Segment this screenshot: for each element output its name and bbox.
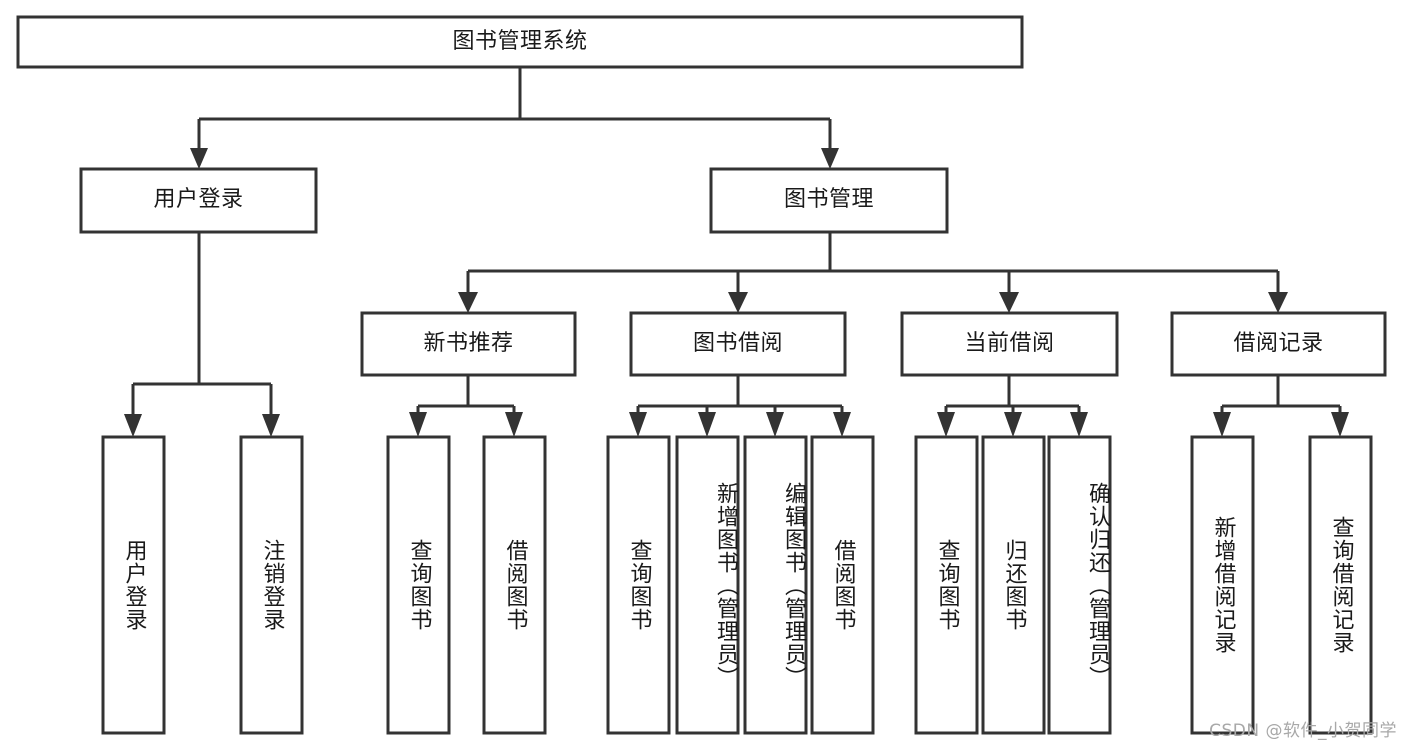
arrow-head-bookborrow-2: [698, 412, 716, 437]
arrow-head-currentborrow-1: [937, 412, 955, 437]
arrow-head-level2-1: [190, 148, 208, 169]
arrow-head-level3-4: [1268, 292, 1288, 313]
arrow-head-level3-1: [458, 292, 478, 313]
arrow-head-bookborrow-4: [833, 412, 851, 437]
arrow-head-newbook-1: [409, 412, 427, 437]
node-box-leaf-add-book[interactable]: [675, 435, 740, 735]
arrow-head-userlogin-1: [124, 414, 142, 437]
arrow-head-bookborrow-1: [629, 412, 647, 437]
node-box-new-book-rec[interactable]: [360, 311, 577, 377]
node-box-current-borrow[interactable]: [900, 311, 1119, 377]
node-box-borrow-record[interactable]: [1170, 311, 1387, 377]
node-box-leaf-query-book-1[interactable]: [386, 435, 451, 735]
arrow-head-newbook-2: [505, 412, 523, 437]
node-box-leaf-borrow-book-1[interactable]: [482, 435, 547, 735]
arrow-head-currentborrow-3: [1070, 412, 1088, 437]
arrow-head-bookborrow-3: [766, 412, 784, 437]
node-box-root[interactable]: [16, 15, 1024, 69]
node-box-leaf-add-record[interactable]: [1190, 435, 1255, 735]
node-box-leaf-confirm-return[interactable]: [1047, 435, 1112, 735]
node-box-book-manage[interactable]: [709, 167, 949, 234]
node-box-book-borrow[interactable]: [629, 311, 847, 377]
arrow-head-borrowrecord-1: [1213, 412, 1231, 437]
arrow-head-currentborrow-2: [1004, 412, 1022, 437]
arrow-head-level3-3: [999, 292, 1019, 313]
node-box-leaf-return-book[interactable]: [981, 435, 1046, 735]
arrow-head-userlogin-2: [262, 414, 280, 437]
node-box-leaf-edit-book[interactable]: [743, 435, 808, 735]
node-box-leaf-borrow-book-2[interactable]: [810, 435, 875, 735]
node-box-user-login[interactable]: [79, 167, 318, 234]
node-box-leaf-query-book-2[interactable]: [606, 435, 671, 735]
node-box-leaf-query-book-3[interactable]: [914, 435, 979, 735]
node-box-leaf-user-logout[interactable]: [239, 435, 304, 735]
arrow-head-level2-2: [821, 148, 839, 169]
arrow-head-level3-2: [728, 292, 748, 313]
node-box-leaf-query-record[interactable]: [1308, 435, 1373, 735]
arrow-head-borrowrecord-2: [1331, 412, 1349, 437]
node-box-leaf-user-login[interactable]: [101, 435, 166, 735]
